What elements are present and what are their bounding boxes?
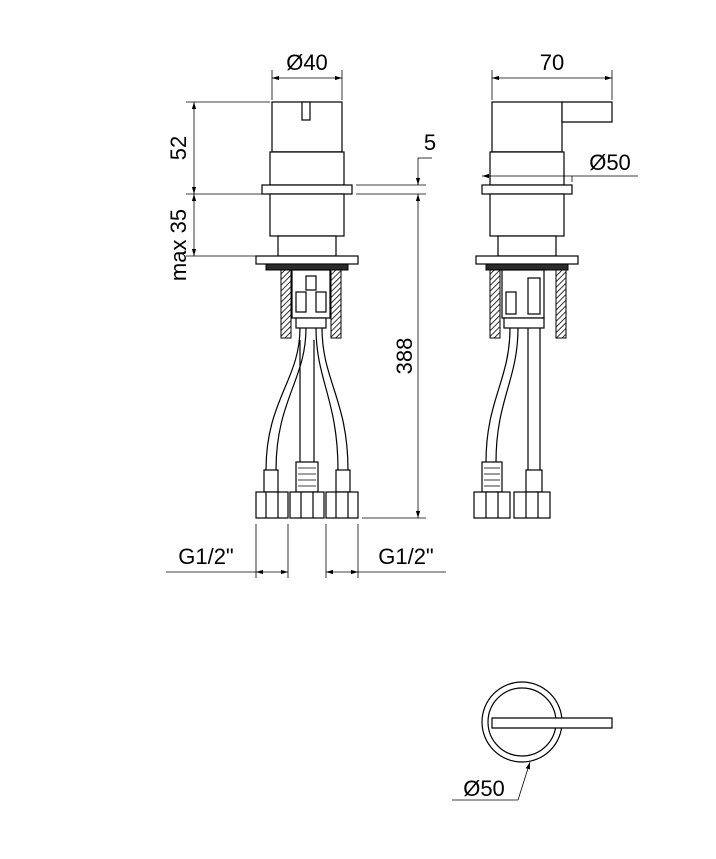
dim-offset-small: 5 xyxy=(424,130,436,155)
dim-total-length: 388 xyxy=(392,338,417,375)
dim-thread-left: G1/2" xyxy=(178,544,234,569)
front-view xyxy=(255,101,359,519)
dim-diameter-bottom: Ø50 xyxy=(463,776,505,801)
dim-height-max: max 35 xyxy=(166,209,191,281)
dim-width-side: 70 xyxy=(540,50,564,75)
top-view xyxy=(481,681,613,763)
dimension-lines xyxy=(166,70,638,801)
dim-thread-right: G1/2" xyxy=(378,544,434,569)
side-view xyxy=(473,101,613,519)
dim-diameter-side: Ø50 xyxy=(589,150,631,175)
dim-diameter-top: Ø40 xyxy=(286,50,328,75)
dim-height-head: 52 xyxy=(166,136,191,160)
